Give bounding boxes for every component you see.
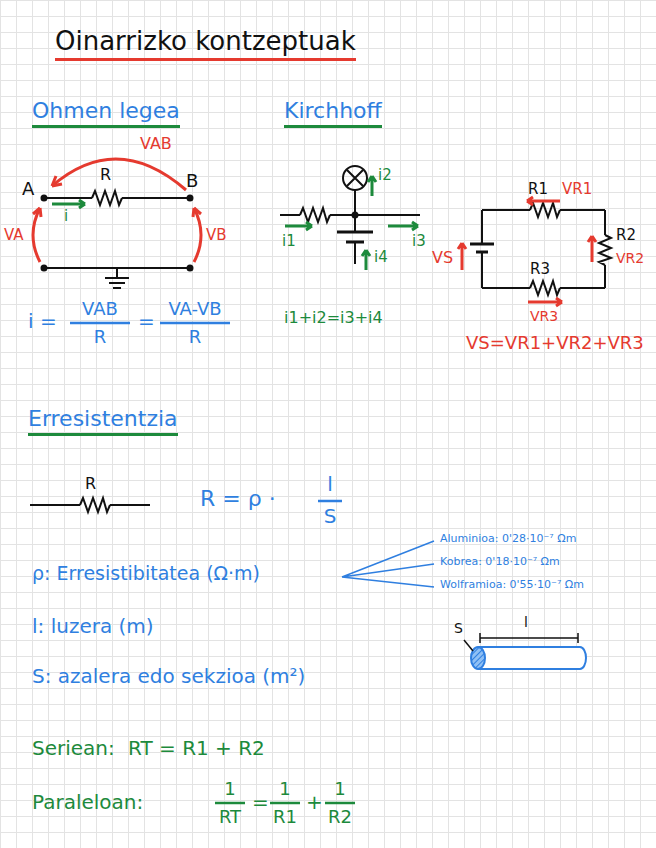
component-label: R — [85, 474, 96, 493]
formula-text: 1 — [224, 778, 235, 800]
formula-text: RT — [219, 806, 241, 828]
point-label: A — [22, 178, 34, 200]
formula-text: R = ρ · — [200, 486, 276, 512]
formula-text: = — [252, 790, 269, 814]
formula-text: R — [94, 326, 107, 348]
component-label: R2 — [616, 226, 636, 244]
formula-text: R1 — [273, 806, 297, 828]
resistor-symbol — [92, 191, 122, 205]
formula-text: + — [306, 790, 323, 814]
formula-text: 1 — [279, 778, 290, 800]
voltage-label: VR3 — [530, 308, 558, 325]
formula-text: VAB — [82, 298, 118, 320]
formula-text: R2 — [328, 806, 352, 828]
current-label: i1 — [282, 232, 296, 250]
voltage-label: VR2 — [616, 250, 644, 267]
current-label: i — [64, 207, 68, 225]
material-value: Kobrea: 0'18·10⁻⁷ Ωm — [440, 555, 560, 568]
page-title: Oinarrizko kontzeptuak — [55, 26, 356, 61]
formula-text: R — [189, 326, 202, 348]
voltage-label: VS — [432, 248, 453, 267]
formula-text: l — [327, 472, 333, 496]
component-label: R — [100, 165, 111, 184]
component-label: R1 — [528, 180, 548, 198]
kirchhoff-node — [280, 166, 420, 264]
bracket-lines — [342, 541, 434, 587]
voltage-arrows — [33, 159, 201, 262]
formula-text: RT = R1 + R2 — [128, 736, 265, 760]
voltage-label: VAB — [140, 134, 172, 153]
voltage-label: VA — [4, 226, 24, 244]
formula-heading: Seriean: — [32, 736, 115, 760]
section-heading: Kirchhoff — [284, 98, 382, 128]
point-label: B — [186, 170, 198, 192]
resistor-symbol — [599, 235, 611, 265]
section-heading: Erresistentzia — [28, 406, 178, 436]
formula-text: VA-VB — [168, 298, 221, 320]
definition-text: S: azalera edo sekzioa (m²) — [32, 664, 305, 688]
dimension-label: S — [454, 620, 463, 637]
formula-text: i = — [28, 309, 57, 333]
component-label: R3 — [530, 260, 550, 278]
conductor-cylinder — [464, 633, 586, 669]
current-arrows — [285, 176, 418, 270]
formula-text: VS=VR1+VR2+VR3 — [466, 332, 644, 354]
definition-text: l: luzera (m) — [32, 614, 154, 638]
definition-text: ρ: Erresistibitatea (Ω·m) — [32, 562, 260, 585]
formula-text: 1 — [334, 778, 345, 800]
current-label: i2 — [378, 166, 392, 184]
material-value: Wolframioa: 0'55·10⁻⁷ Ωm — [440, 578, 584, 591]
series-circuit — [470, 203, 611, 295]
current-label: i4 — [374, 248, 388, 266]
resistor-symbol — [530, 203, 560, 217]
formula-text: = — [138, 309, 155, 333]
current-label: i3 — [412, 232, 426, 250]
formula-text: S — [324, 504, 337, 528]
section-heading: Ohmen legea — [32, 98, 180, 128]
resistor-symbol — [530, 281, 560, 295]
voltage-label: VR1 — [562, 180, 592, 198]
formula-heading: Paraleloan: — [32, 790, 143, 814]
voltage-label: VB — [206, 226, 227, 244]
ohm-circuit — [42, 191, 193, 288]
voltage-arrows — [458, 197, 596, 306]
formula-text: i1+i2=i3+i4 — [284, 308, 383, 327]
dimension-label: l — [524, 614, 528, 631]
material-value: Aluminioa: 0'28·10⁻⁷ Ωm — [440, 532, 576, 545]
current-arrow — [52, 200, 85, 208]
resistor-symbol — [300, 208, 330, 222]
fraction-bars — [215, 802, 355, 805]
resistor-symbol — [30, 498, 150, 512]
